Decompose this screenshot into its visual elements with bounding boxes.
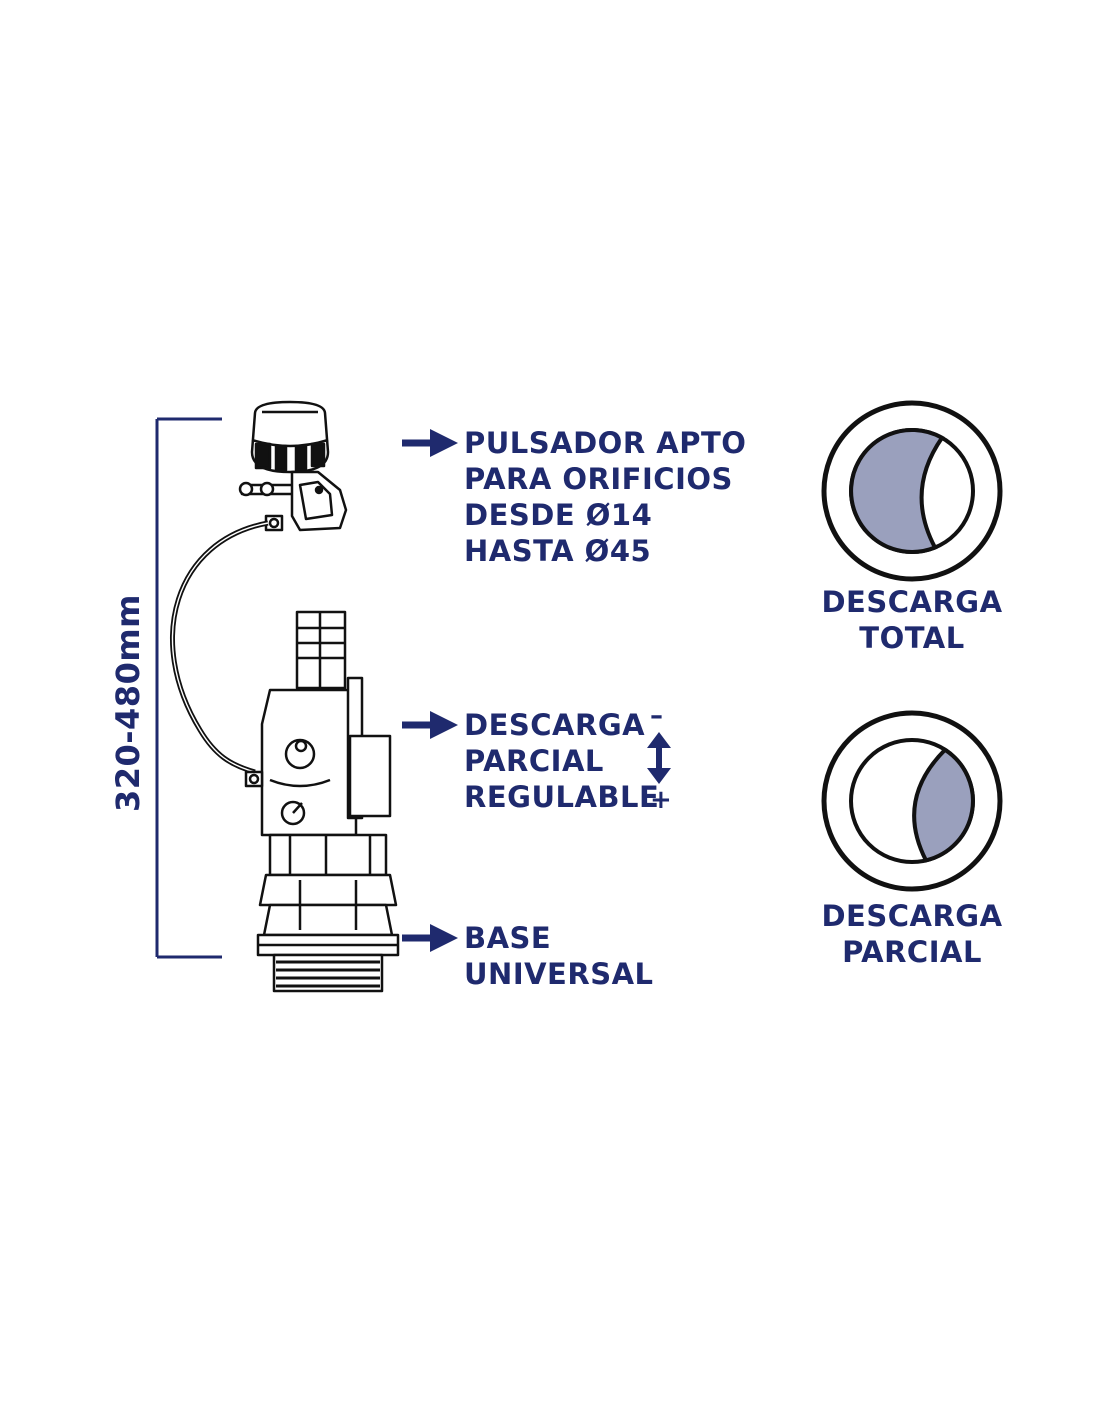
push-button-icon-parcial <box>821 710 1003 892</box>
descarga-parcial-regulable-label: DESCARGA PARCIAL REGULABLE <box>464 707 659 815</box>
double-arrow-vertical-icon <box>647 732 671 784</box>
total-caption-line-2: TOTAL <box>859 621 965 655</box>
descarga-parcial-caption: DESCARGA PARCIAL <box>812 898 1012 970</box>
push-button-cap <box>250 400 330 474</box>
pulsador-line-3: DESDE Ø14 <box>464 498 653 532</box>
dimension-bracket <box>155 417 222 959</box>
parcial-caption-line-2: PARCIAL <box>842 935 982 969</box>
base-line-1: BASE <box>464 921 552 955</box>
arrow-right-icon <box>402 711 458 739</box>
dimension-label: 320-480mm <box>109 593 147 813</box>
dpr-line-1: DESCARGA <box>464 708 646 742</box>
pulsador-line-2: PARA ORIFICIOS <box>464 462 733 496</box>
pulsador-line-1: PULSADOR APTO <box>464 426 747 460</box>
flush-valve-drawing <box>170 400 400 993</box>
dpr-line-3: REGULABLE <box>464 780 660 814</box>
dpr-line-2: PARCIAL <box>464 744 604 778</box>
arrow-right-icon <box>402 429 458 457</box>
adjust-plus-sign: + <box>650 785 673 815</box>
pulsador-line-4: HASTA Ø45 <box>464 534 652 568</box>
pulsador-label: PULSADOR APTO PARA ORIFICIOS DESDE Ø14 H… <box>464 425 746 569</box>
total-caption-line-1: DESCARGA <box>821 585 1003 619</box>
base-label: BASE UNIVERSAL <box>464 920 654 992</box>
base-line-2: UNIVERSAL <box>464 957 654 991</box>
adjust-minus-sign: – <box>650 701 664 731</box>
arrow-right-icon <box>402 924 458 952</box>
parcial-caption-line-1: DESCARGA <box>821 899 1003 933</box>
push-button-icon-total <box>821 400 1003 582</box>
descarga-total-caption: DESCARGA TOTAL <box>812 584 1012 656</box>
